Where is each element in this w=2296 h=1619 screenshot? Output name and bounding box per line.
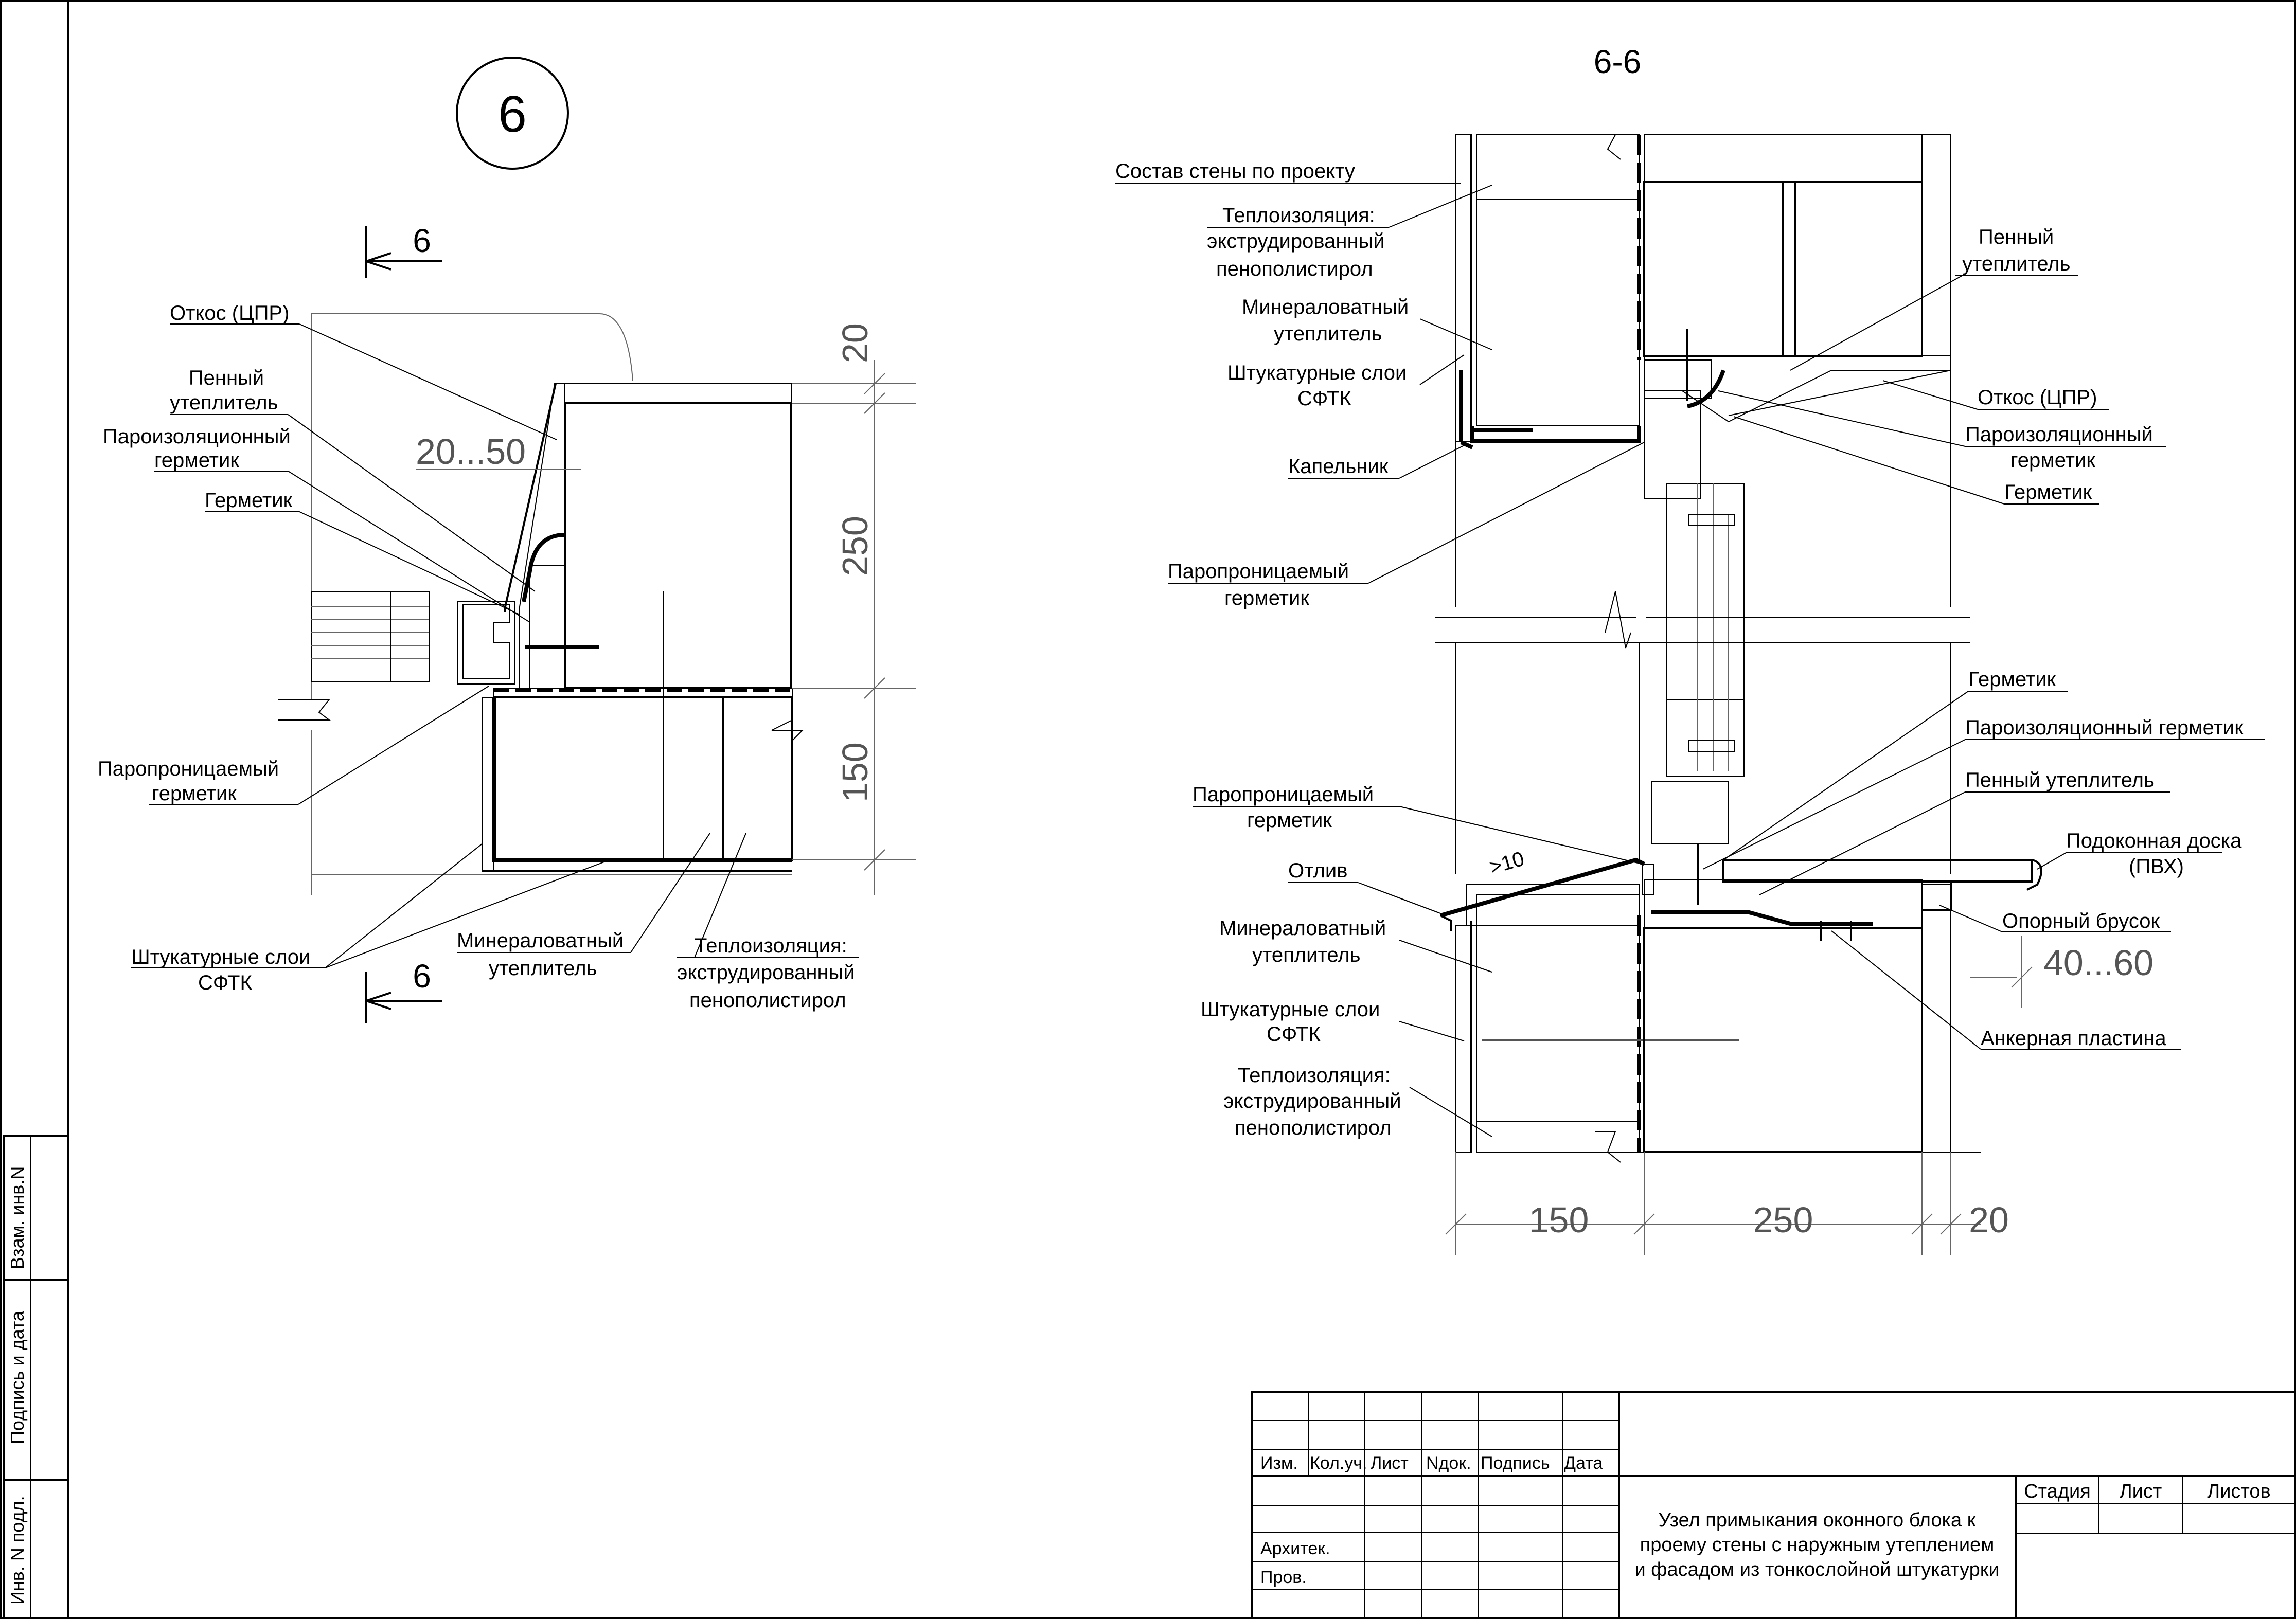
callout-label: Опорный брусок [2002, 910, 2160, 932]
tb-stage: Стадия [2024, 1481, 2091, 1502]
callout-label: экструдированный [677, 961, 855, 984]
dim-plan-20-50: 20...50 [416, 431, 526, 472]
tb-sheets: Листов [2207, 1481, 2270, 1502]
callout-label: (ПВХ) [2129, 855, 2184, 878]
tb-col-list: Лист [1371, 1453, 1409, 1473]
callout-label: Состав стены по проекту [1115, 160, 1355, 183]
side-stamp: Взам. инв.N Подпись и дата Инв. N подл. [3, 1135, 69, 1619]
callout-label: герметик [154, 449, 239, 472]
detail-marker-number: 6 [498, 85, 527, 143]
tb-description-3: и фасадом из тонкослойной штукатурки [1634, 1559, 1999, 1580]
callout-label: СФТК [198, 972, 252, 994]
callout-label: герметик [2010, 449, 2095, 472]
callout-label: Подоконная доска [2066, 830, 2242, 852]
section-6-6: 6-6 [1115, 43, 2265, 1255]
callout-label: Минераловатный [1242, 296, 1409, 318]
dim-section-150: 150 [1529, 1200, 1589, 1240]
callout-label: герметик [1247, 809, 1332, 832]
callout-label: Пароизоляционный [1965, 423, 2153, 446]
callout-label: Герметик [2004, 481, 2092, 503]
detail-marker-circle [456, 57, 569, 170]
tb-sheet: Лист [2120, 1481, 2162, 1502]
callout-label: пенополистирол [1235, 1117, 1392, 1139]
callout-label: Минераловатный [457, 929, 624, 952]
callout-label: Теплоизоляция: [1238, 1064, 1391, 1087]
plan-labels: Откос (ЦПР) Пенный утеплитель Пароизоляц… [98, 302, 859, 1012]
callout-label: экструдированный [1207, 230, 1385, 253]
callout-label: пенополистирол [689, 989, 846, 1012]
cut-label-bottom: 6 [413, 958, 431, 995]
dim-plan-20: 20 [835, 323, 875, 363]
callout-label: Паропроницаемый [1168, 560, 1349, 583]
callout-label: Пенный [189, 367, 264, 389]
callout-label: Анкерная пластина [1981, 1027, 2166, 1050]
callout-label: герметик [152, 782, 237, 805]
callout-label: Пенный утеплитель [1965, 769, 2155, 791]
callout-label: утеплитель [489, 957, 597, 980]
callout-label: Штукатурные слои [1201, 998, 1380, 1021]
callout-label: Паропроницаемый [98, 758, 279, 780]
dim-section-slope: >10 [1487, 848, 1526, 879]
callout-label: Герметик [1968, 668, 2056, 691]
stamp-signature-date: Подпись и дата [7, 1310, 28, 1444]
callout-label: Минераловатный [1219, 917, 1386, 940]
dim-plan-250: 250 [835, 516, 875, 576]
detail-6-plan: 6 6 6 [98, 57, 916, 1023]
tb-col-ndok: Nдок. [1426, 1453, 1471, 1473]
section-title: 6-6 [1594, 43, 1642, 80]
callout-label: Пароизоляционный герметик [1965, 716, 2244, 739]
tb-col-podpis: Подпись [1481, 1453, 1550, 1473]
callout-label: Паропроницаемый [1193, 783, 1374, 806]
dim-section-250: 250 [1753, 1200, 1813, 1240]
tb-description-2: проему стены с наружным утеплением [1640, 1534, 1995, 1556]
callout-label: Теплоизоляция: [695, 934, 847, 957]
callout-label: Теплоизоляция: [1222, 204, 1375, 227]
section-right-labels: Пенный утеплитель Откос (ЦПР) Пароизоляц… [1702, 226, 2265, 1050]
tb-col-izm: Изм. [1260, 1453, 1298, 1473]
callout-label: СФТК [1297, 387, 1351, 410]
callout-label: Штукатурные слои [1227, 362, 1407, 384]
callout-label: экструдированный [1223, 1090, 1401, 1112]
tb-col-kolych: Кол.уч. [1310, 1453, 1367, 1473]
title-block: Изм. Кол.уч. Лист Nдок. Подпись Дата Арх… [1251, 1391, 2296, 1619]
callout-label: герметик [1224, 587, 1309, 609]
callout-label: Отлив [1288, 859, 1348, 882]
callout-label: Откос (ЦПР) [1978, 386, 2097, 409]
callout-label: Штукатурные слои [131, 946, 310, 968]
tb-role-checked: Пров. [1260, 1568, 1307, 1587]
stamp-original-inv: Инв. N подл. [7, 1496, 28, 1605]
callout-label: пенополистирол [1216, 258, 1373, 280]
tb-role-architect: Архитек. [1260, 1539, 1330, 1558]
dim-plan-150: 150 [835, 742, 875, 802]
callout-label: Откос (ЦПР) [170, 302, 289, 325]
stamp-replace-inv: Взам. инв.N [7, 1166, 28, 1269]
callout-label: утеплитель [1252, 944, 1360, 966]
callout-label: Герметик [205, 489, 293, 512]
tb-description-1: Узел примыкания оконного блока к [1659, 1509, 1976, 1531]
dim-section-40-60: 40...60 [2043, 943, 2153, 983]
callout-label: Капельник [1288, 455, 1389, 478]
callout-label: СФТК [1267, 1023, 1321, 1046]
callout-label: утеплитель [1274, 322, 1382, 345]
tb-col-data: Дата [1564, 1453, 1603, 1473]
cut-label-top: 6 [413, 222, 431, 259]
dim-section-20: 20 [1969, 1200, 2009, 1240]
section-left-labels: Состав стены по проекту Теплоизоляция: э… [1115, 160, 1645, 1139]
callout-label: Пенный [1979, 226, 2054, 248]
callout-label: утеплитель [1962, 253, 2070, 275]
callout-label: Пароизоляционный [103, 425, 291, 448]
callout-label: утеплитель [170, 391, 278, 414]
